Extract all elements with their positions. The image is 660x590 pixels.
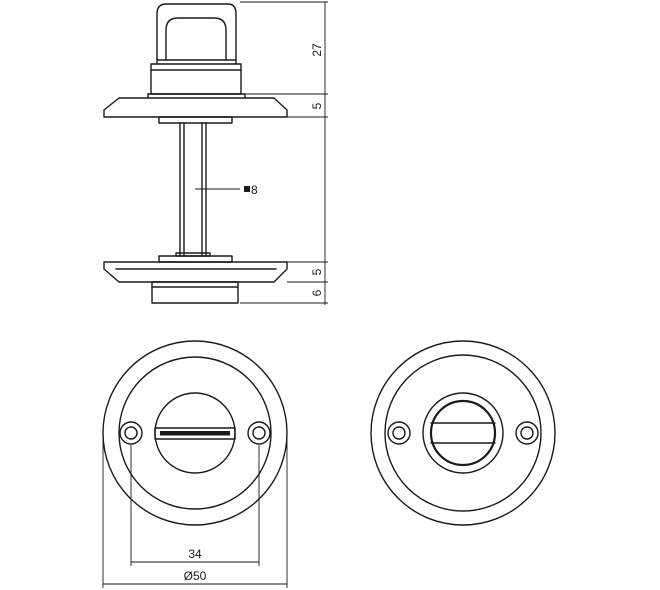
right-screw-hole <box>515 421 539 445</box>
bottom-cylinder-height-label: 6 <box>310 289 324 296</box>
hole-spacing-dimension <box>130 445 260 566</box>
hole-spacing-label: 34 <box>188 547 202 561</box>
top-rose-plate <box>103 93 288 124</box>
left-screw-hole <box>387 421 411 445</box>
rose-diameter-label: Ø50 <box>184 569 207 583</box>
square-spindle <box>179 122 207 257</box>
front-view-thumb-turn: 34 Ø50 <box>102 340 288 588</box>
knob-height-label: 27 <box>310 43 324 57</box>
front-view-release-indicator <box>370 340 556 526</box>
rose-diameter-dimension <box>102 433 288 588</box>
square-symbol-icon <box>244 186 250 192</box>
turn-bar <box>154 427 236 440</box>
thumb-turn-knob <box>150 3 242 95</box>
left-screw-hole <box>119 421 143 445</box>
spindle-leader <box>195 186 250 192</box>
top-rose-thickness-label: 5 <box>310 102 324 109</box>
side-view: 27 5 5 6 8 <box>103 1 328 305</box>
right-screw-hole <box>247 421 271 445</box>
bottom-rose-plate <box>103 252 288 304</box>
vertical-dimension-chain <box>240 1 328 305</box>
spindle-size-label: 8 <box>251 183 258 197</box>
bottom-rose-thickness-label: 5 <box>310 268 324 275</box>
